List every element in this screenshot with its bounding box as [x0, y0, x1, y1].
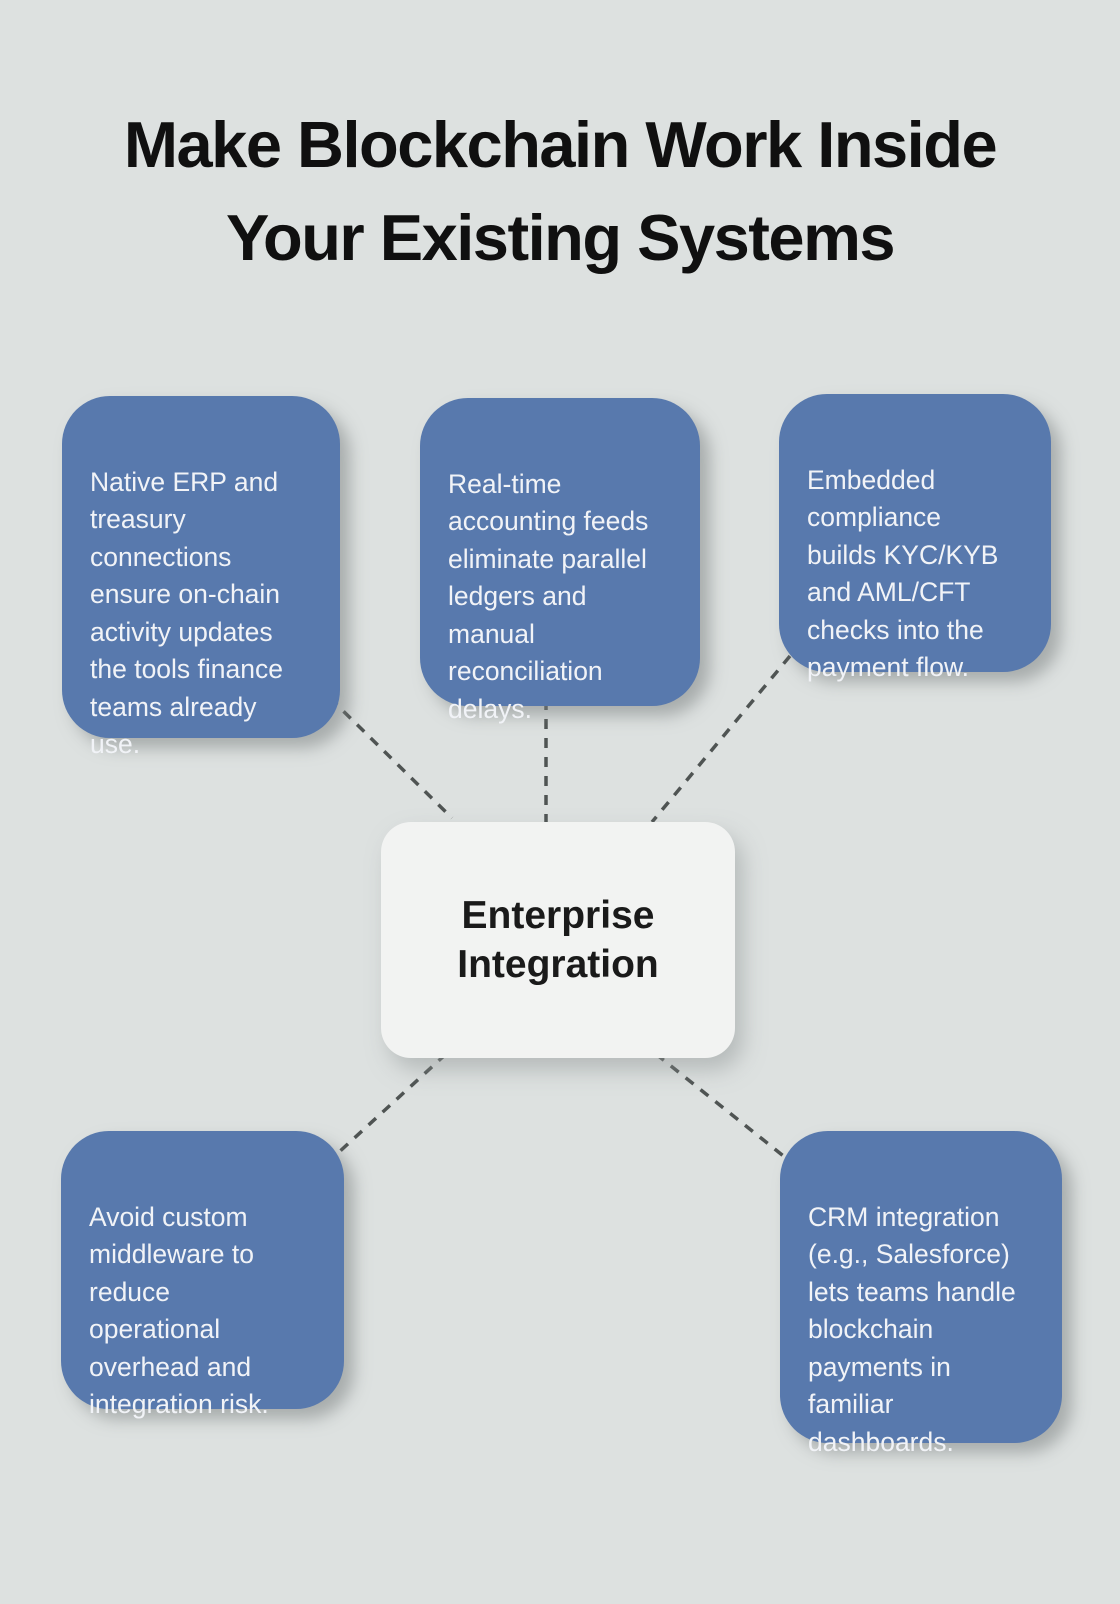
node-erp-treasury-text: Native ERP and treasury connections ensu…: [90, 466, 283, 760]
node-embedded-compliance: Embedded compliance builds KYC/KYB and A…: [779, 394, 1051, 682]
connector-bottom-right: [654, 1052, 798, 1168]
page-title-line-2: Your Existing Systems: [225, 201, 896, 274]
node-erp-treasury: Native ERP and treasury connections ensu…: [62, 396, 340, 759]
node-accounting-feeds-text: Real-time accounting feeds eliminate par…: [448, 468, 649, 724]
connector-top-right: [650, 654, 792, 824]
node-embedded-compliance-text: Embedded compliance builds KYC/KYB and A…: [807, 464, 999, 683]
connector-top-left: [328, 696, 454, 820]
center-node-enterprise-integration: Enterprise Integration: [381, 822, 735, 1058]
node-crm-integration: CRM integration (e.g., Salesforce) lets …: [780, 1131, 1062, 1457]
node-crm-integration-text: CRM integration (e.g., Salesforce) lets …: [808, 1201, 1016, 1457]
page-title: Make Blockchain Work Inside Your Existin…: [0, 98, 1120, 284]
node-avoid-middleware: Avoid custom middleware to reduce operat…: [61, 1131, 344, 1419]
center-node-label: Enterprise Integration: [457, 894, 659, 986]
page-title-line-1: Make Blockchain Work Inside: [123, 108, 998, 181]
connector-bottom-left: [324, 1052, 448, 1166]
node-accounting-feeds: Real-time accounting feeds eliminate par…: [420, 398, 700, 724]
node-avoid-middleware-text: Avoid custom middleware to reduce operat…: [89, 1201, 269, 1420]
